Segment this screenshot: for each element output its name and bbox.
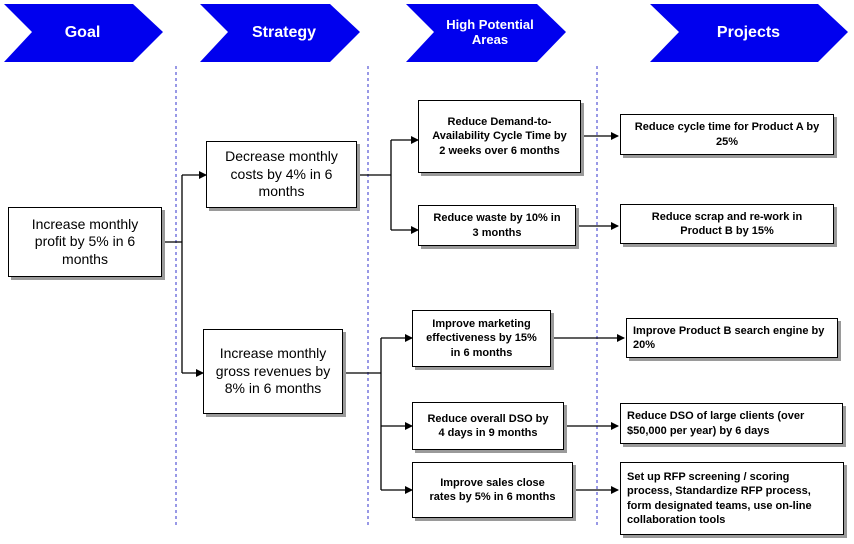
areas-chevron (406, 4, 566, 62)
strategy-box-revenues: Increase monthly gross revenues by 8% in… (203, 329, 343, 414)
project-box-scrap: Reduce scrap and re-work in Product B by… (620, 204, 834, 244)
project-box-cycle-time: Reduce cycle time for Product A by 25% (620, 114, 834, 155)
project-box-rfp: Set up RFP screening / scoring process, … (620, 462, 844, 535)
projects-header: Projects (716, 23, 781, 41)
goal-header: Goal (64, 23, 101, 41)
area-box-marketing: Improve marketing effectiveness by 15% i… (412, 310, 551, 367)
areas-header: High Potential Areas (446, 17, 534, 47)
area-box-waste: Reduce waste by 10% in 3 months (418, 205, 576, 246)
goal-box: Increase monthly profit by 5% in 6 month… (8, 207, 162, 277)
project-box-search-engine: Improve Product B search engine by 20% (626, 318, 838, 358)
area-box-sales-close: Improve sales close rates by 5% in 6 mon… (412, 462, 573, 518)
strategy-box-costs: Decrease monthly costs by 4% in 6 months (206, 141, 357, 208)
strategy-chevron (200, 4, 360, 62)
projects-chevron (650, 4, 848, 62)
area-box-cycle-time: Reduce Demand-to-Availability Cycle Time… (418, 100, 581, 173)
strategy-header: Strategy (251, 23, 317, 41)
area-box-dso: Reduce overall DSO by 4 days in 9 months (412, 402, 564, 450)
project-box-dso-clients: Reduce DSO of large clients (over $50,00… (620, 403, 843, 444)
goal-chevron (4, 4, 163, 62)
